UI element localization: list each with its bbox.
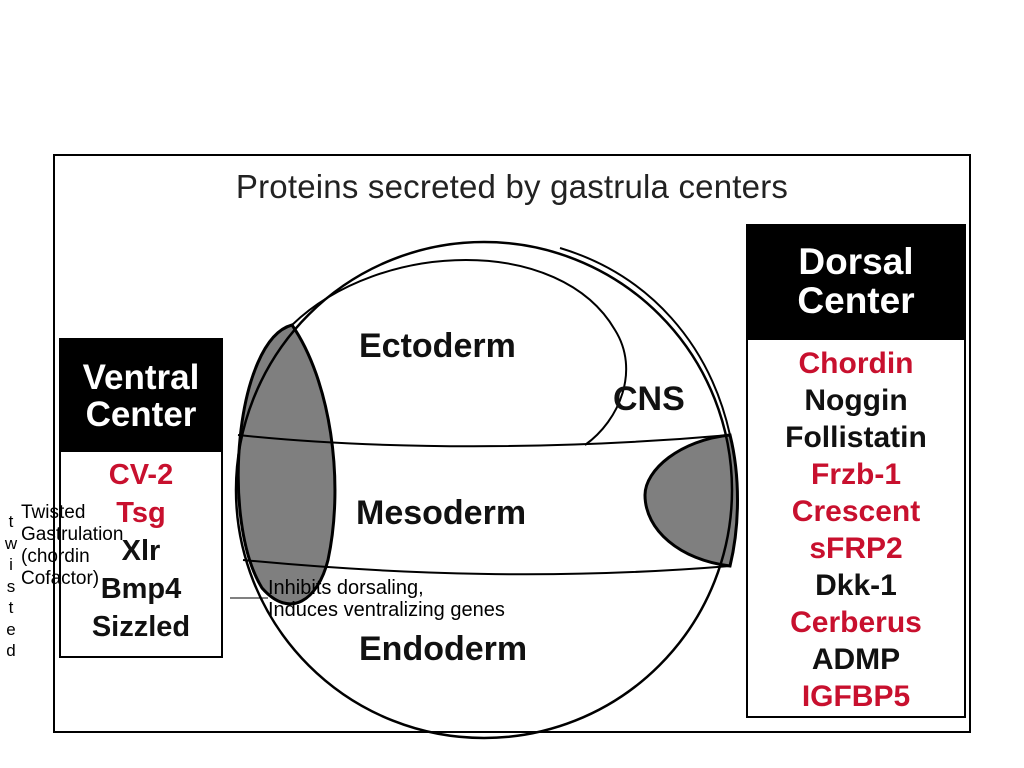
ventral-protein-sizzled: Sizzled — [91, 611, 191, 643]
mesoderm-label: Mesoderm — [356, 494, 527, 532]
cns-label: CNS — [613, 380, 685, 418]
figure-title: Proteins secreted by gastrula centers — [235, 168, 789, 205]
bmp4-function-annotation: Inhibits dorsaling, Induces ventralizing… — [268, 577, 505, 621]
vertical-letter: e — [6, 619, 16, 639]
ventral-center-heading: Ventral Center — [61, 340, 221, 452]
vertical-letter: d — [6, 641, 16, 660]
dorsal-protein-chordin: Chordin — [798, 347, 914, 380]
dorsal-protein-admp: ADMP — [811, 643, 901, 676]
dorsal-protein-igfbp5: IGFBP5 — [801, 680, 911, 713]
outer-sphere — [234, 240, 734, 740]
dorsal-shaded-region — [643, 433, 739, 568]
dorsal-protein-crescent: Crescent — [791, 495, 921, 528]
ventral-protein-cv-2: CV-2 — [108, 459, 174, 491]
vertical-letter: t — [8, 512, 14, 531]
ectoderm-label: Ectoderm — [359, 327, 516, 365]
dorsal-protein-dkk-1: Dkk-1 — [815, 569, 897, 602]
ventral-shaded-region — [236, 323, 337, 606]
endoderm-label: Endoderm — [359, 630, 528, 668]
cns-boundary — [559, 247, 731, 436]
ventral-protein-xlr: Xlr — [121, 535, 161, 567]
vertical-letter: t — [8, 598, 14, 617]
dorsal-protein-sfrp2: sFRP2 — [809, 532, 903, 565]
dorsal-protein-follistatin: Follistatin — [785, 421, 927, 454]
dorsal-protein-frzb-1: Frzb-1 — [811, 458, 901, 491]
vertical-letter: i — [9, 555, 13, 574]
dorsal-protein-cerberus: Cerberus — [790, 606, 922, 639]
ventral-protein-tsg: Tsg — [116, 497, 166, 529]
mesoderm-lower-boundary — [242, 559, 731, 576]
vertical-letter: w — [4, 533, 18, 553]
dorsal-center-heading: Dorsal Center — [748, 226, 964, 340]
vertical-letter: s — [6, 576, 16, 596]
dorsal-protein-noggin: Noggin — [804, 384, 908, 417]
mesoderm-upper-boundary — [237, 434, 731, 448]
twisted-gastrulation-annotation: Twisted Gastrulation (chordin Cofactor) — [21, 502, 124, 589]
ectoderm-boundary — [291, 259, 628, 446]
ventral-protein-bmp4: Bmp4 — [100, 573, 182, 605]
